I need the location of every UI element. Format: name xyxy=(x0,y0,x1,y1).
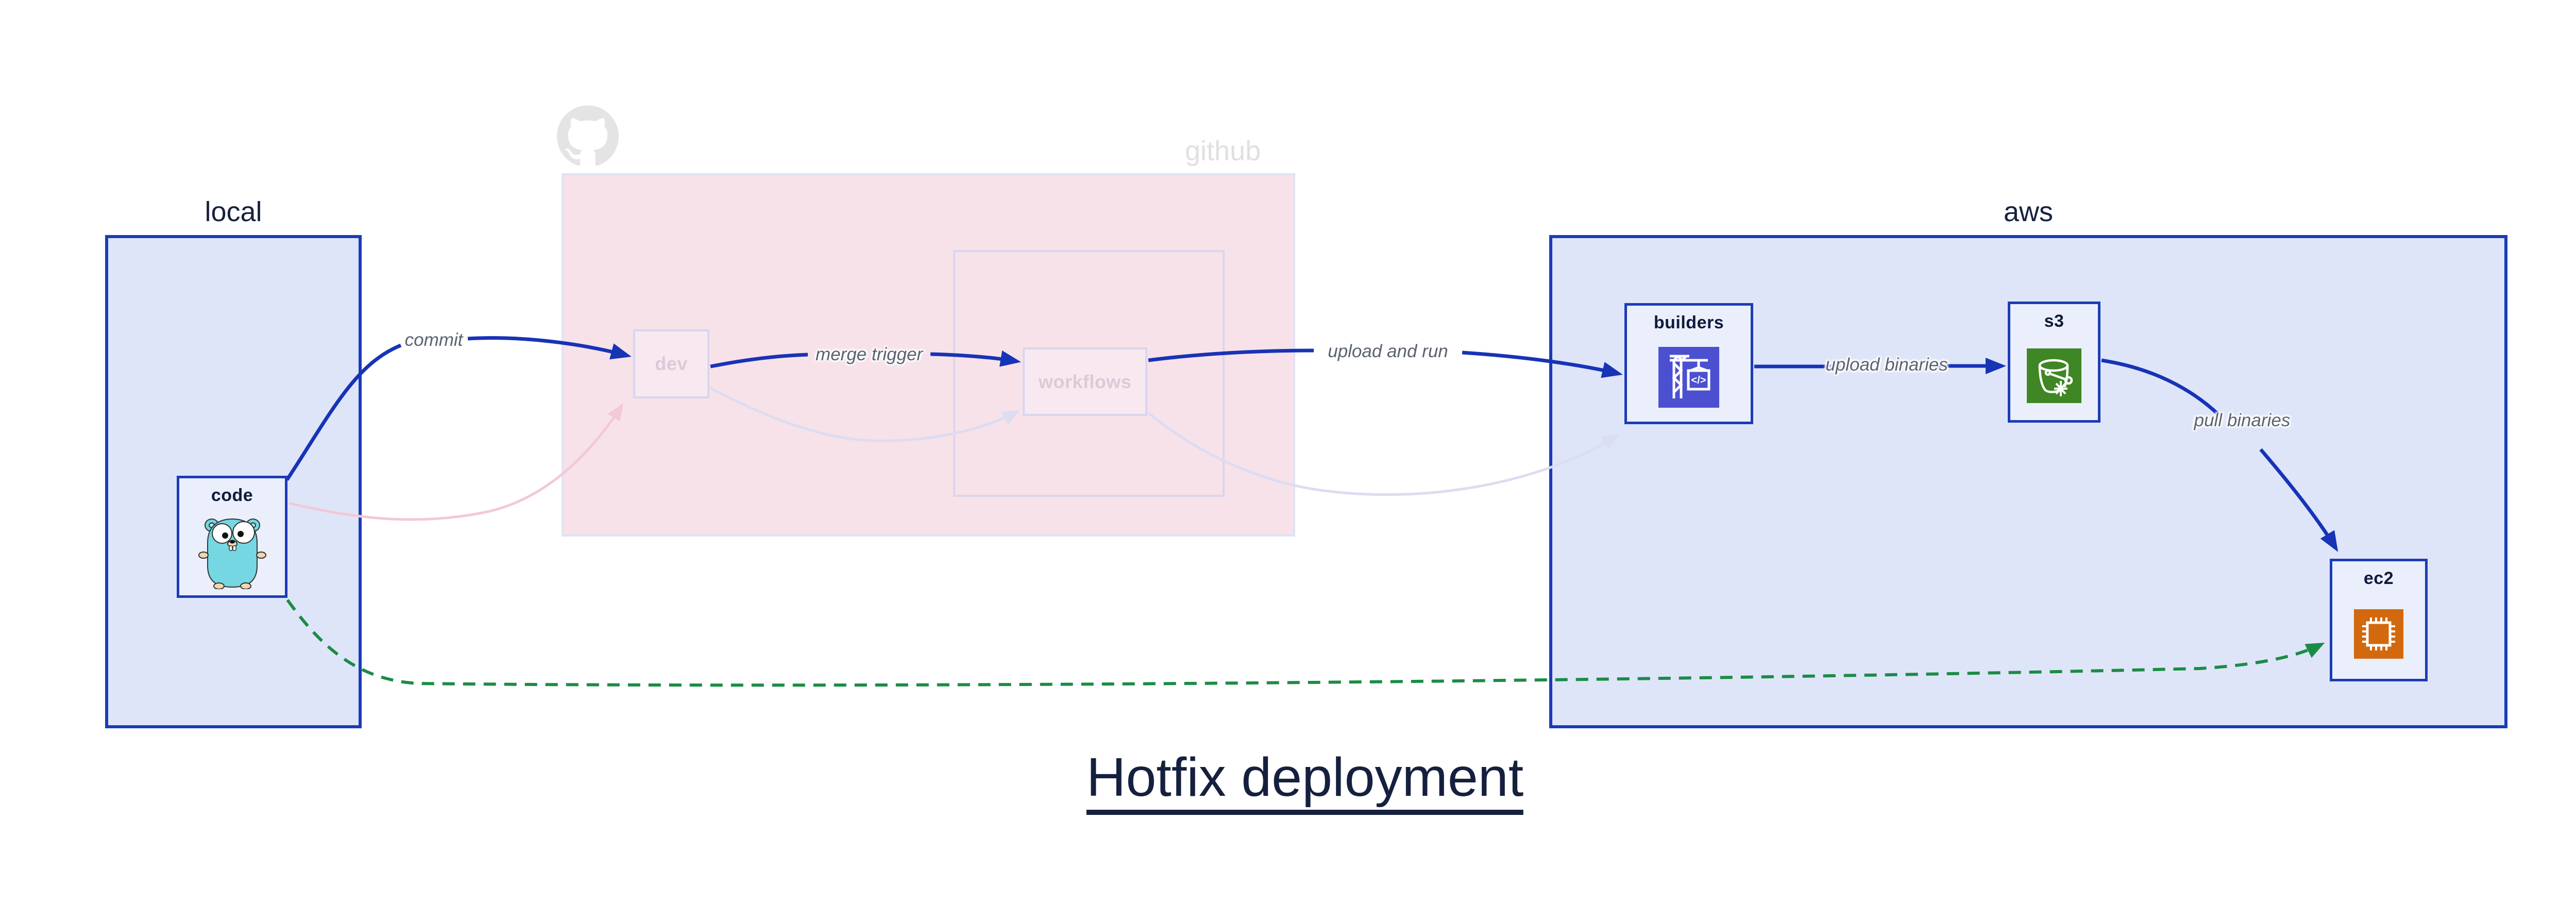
edge-hotfix-direct xyxy=(286,599,2325,687)
cluster-label-aws: aws xyxy=(2003,196,2054,227)
aws-s3-glacier-bucket-icon xyxy=(2027,331,2081,420)
node-builders-label: builders xyxy=(1653,313,1724,332)
node-ec2-label: ec2 xyxy=(2363,569,2394,588)
node-builders: builders </> xyxy=(1624,303,1753,424)
cluster-label-local: local xyxy=(205,196,262,227)
node-code: code xyxy=(177,476,287,598)
node-s3-label: s3 xyxy=(2044,311,2064,331)
edge-label-merge-trigger: merge trigger xyxy=(815,344,923,364)
edge-label-commit: commit xyxy=(404,330,463,350)
diagram-title: Hotfix deployment xyxy=(1086,746,1524,815)
edge-faded-commit xyxy=(289,403,623,521)
node-workflows: workflows xyxy=(1023,347,1147,416)
aws-codebuild-icon: </> xyxy=(1658,333,1719,422)
cluster-master xyxy=(953,250,1225,497)
node-ec2: ec2 xyxy=(2330,559,2428,681)
github-octocat-icon xyxy=(557,105,619,166)
go-gopher-icon xyxy=(198,506,266,595)
aws-ec2-chip-icon xyxy=(2354,589,2403,679)
node-workflows-label: workflows xyxy=(1038,371,1132,392)
diagram-title-text: Hotfix deployment xyxy=(1086,747,1524,815)
node-dev-label: dev xyxy=(655,353,688,374)
edge-faded-merge xyxy=(709,387,1021,442)
edge-upload-and-run xyxy=(1148,348,1623,378)
edge-label-upload-and-run: upload and run xyxy=(1328,341,1448,361)
cluster-label-github: github xyxy=(1185,136,1261,166)
edge-label-upload-binaries: upload binaries xyxy=(1825,355,1948,375)
edge-faded-upload xyxy=(1147,412,1620,496)
edge-pull-binaries xyxy=(2101,358,2338,552)
edge-merge-trigger xyxy=(710,350,1021,369)
node-s3: s3 xyxy=(2008,302,2100,423)
edge-label-pull-binaries: pull binaries xyxy=(2194,410,2291,430)
edge-commit xyxy=(285,336,632,481)
node-dev: dev xyxy=(633,329,709,398)
svg-text:</>: </> xyxy=(1691,375,1706,386)
node-code-label: code xyxy=(211,486,253,505)
